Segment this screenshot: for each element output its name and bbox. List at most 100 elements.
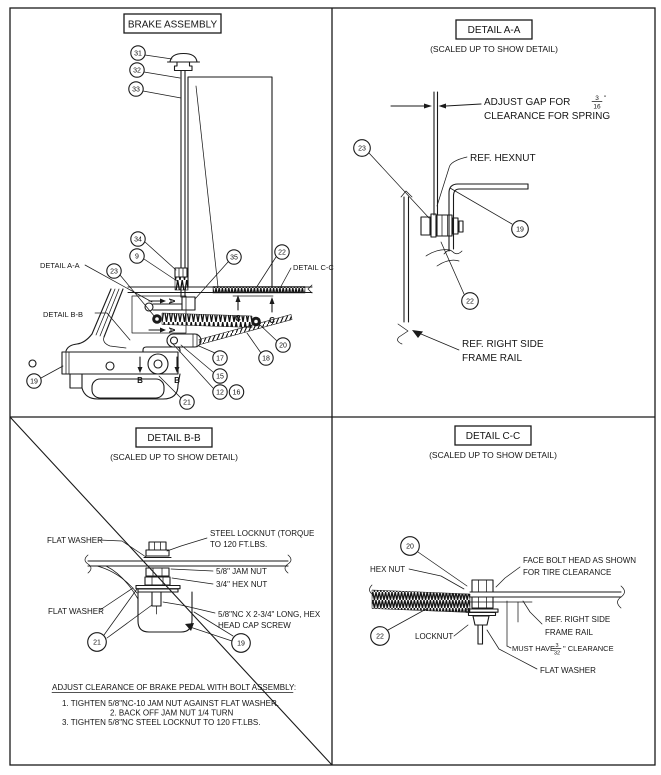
sheet-borders <box>9 7 656 766</box>
callout-17: 17 <box>198 345 228 366</box>
plate-break-left <box>84 554 92 574</box>
panel-bb-diagonal-line <box>9 416 333 766</box>
cc-locknut-label: LOCKNUT <box>415 632 453 641</box>
face-bolt-label-1: FACE BOLT HEAD AS SHOWN <box>523 556 636 565</box>
cc-ref-frame-label-1: REF. RIGHT SIDE <box>545 615 610 624</box>
gap-arrow-left <box>438 103 446 109</box>
rod-adjust-nut <box>174 267 188 278</box>
cc-bolt-stack <box>465 579 499 645</box>
must-have-pre: MUST HAVE <box>512 644 555 653</box>
steel-locknut-label-1: STEEL LOCKNUT (TORQUE <box>210 529 314 538</box>
bracket-break-mark <box>443 250 463 255</box>
callout-35: 35 <box>194 249 242 300</box>
face-bolt-leader <box>495 566 521 588</box>
pedal-bracket-block <box>137 591 193 633</box>
surface-arc-1 <box>425 249 451 257</box>
rail-break-right <box>617 585 625 609</box>
detail-aa-subtitle: (SCALED UP TO SHOW DETAIL) <box>430 44 558 54</box>
ref-frame-rail-arrow <box>412 330 423 338</box>
detail-aa-callouts: 23 19 22 <box>353 139 529 310</box>
svg-text:19: 19 <box>30 379 38 386</box>
callout-19: 19 <box>26 365 64 389</box>
svg-text:16: 16 <box>593 104 601 111</box>
detail-bb-title-box <box>135 427 213 448</box>
hex-nut-label: 3/4" HEX NUT <box>216 580 267 589</box>
steel-locknut-label-2: TO 120 FT.LBS. <box>210 540 267 549</box>
svg-text:22: 22 <box>376 634 384 641</box>
instruction-step-2: 2. BACK OFF JAM NUT 1/4 TURN <box>110 709 234 718</box>
svg-text:16: 16 <box>233 390 241 397</box>
detail-cc-title: DETAIL C-C <box>466 431 520 442</box>
pedal-arm <box>65 288 127 352</box>
instructions-heading: ADJUST CLEARANCE OF BRAKE PEDAL WITH BOL… <box>52 683 296 692</box>
callout-18: 18 <box>246 332 274 366</box>
svg-text:19: 19 <box>237 641 245 648</box>
hex-nut-leader <box>171 577 214 585</box>
svg-text:9: 9 <box>135 254 139 261</box>
section-bb-markers: B B <box>137 356 180 385</box>
pull-spring <box>152 312 261 328</box>
callout-32: 32 <box>129 62 181 79</box>
instruction-step-1: 1. TIGHTEN 5/8"NC-10 JAM NUT AGAINST FLA… <box>62 699 279 708</box>
instruction-step-3: 3. TIGHTEN 5/8"NC STEEL LOCKNUT TO 120 F… <box>62 718 260 727</box>
linkage-diagonal-line <box>195 85 219 288</box>
gap-note-line2: CLEARANCE FOR SPRING <box>484 111 610 122</box>
flat-washer-top-leader <box>98 539 147 558</box>
section-letter-c-left: C <box>235 314 241 323</box>
svg-text:3: 3 <box>595 95 599 102</box>
detail-aa-rod <box>433 91 439 216</box>
cc-flat-washer-leader <box>486 629 538 670</box>
base-bottom-outline <box>81 373 181 400</box>
callout-aa-19: 19 <box>449 187 529 238</box>
ref-frame-rail-label-2: FRAME RAIL <box>462 353 522 364</box>
svg-text:": " <box>604 95 607 102</box>
base-notch <box>69 373 83 389</box>
callout-aa-22: 22 <box>440 241 479 310</box>
flat-washer-bottom-label: FLAT WASHER <box>48 607 104 616</box>
base-hole <box>105 361 115 371</box>
ref-hexnut-label: REF. HEXNUT <box>470 153 536 164</box>
panel-brake-assembly: BRAKE ASSEMBLY <box>26 13 334 410</box>
detail-aa-title-box <box>455 19 533 40</box>
section-c-arrow-left <box>235 295 241 302</box>
surface-arc-2 <box>436 259 460 267</box>
gap-dimension: ADJUST GAP FOR 3 16 " CLEARANCE FOR SPRI… <box>390 95 610 122</box>
cap-screw-label-2: HEAD CAP SCREW <box>218 621 291 630</box>
cc-hex-nut-leader <box>408 568 465 590</box>
cc-flat-washer-label: FLAT WASHER <box>540 666 596 675</box>
spring-anchor-bracket <box>443 183 529 255</box>
jam-nut-leader <box>170 568 214 572</box>
svg-text:34: 34 <box>134 237 142 244</box>
section-letter-a-top: A <box>167 298 176 304</box>
detail-bb-title: DETAIL B-B <box>147 433 201 444</box>
ref-frame-rail-label-1: REF. RIGHT SIDE <box>462 339 544 350</box>
panel-detail-cc: DETAIL C-C (SCALED UP TO SHOW DETAIL) <box>369 425 636 675</box>
ref-hexnut-leader <box>436 156 468 207</box>
steel-locknut-leader <box>166 537 208 552</box>
callout-bb-19: 19 <box>185 611 251 653</box>
ref-frame-rail-leader <box>420 333 460 351</box>
callout-15: 15 <box>180 344 228 384</box>
panel-detail-bb: DETAIL B-B (SCALED UP TO SHOW DETAIL) <box>47 427 321 727</box>
section-a-arrow-bottom <box>160 327 166 333</box>
svg-text:22: 22 <box>466 299 474 306</box>
brake-rod <box>180 69 219 288</box>
pivot-boss-outer <box>147 353 169 375</box>
callout-bb-21: 21 <box>87 588 153 652</box>
svg-text:31: 31 <box>134 51 142 58</box>
section-a-arrow-top <box>160 298 166 304</box>
callout-21: 21 <box>158 375 195 410</box>
svg-text:23: 23 <box>110 269 118 276</box>
detail-bb-subtitle: (SCALED UP TO SHOW DETAIL) <box>110 452 238 462</box>
flange-curve-2 <box>105 565 139 600</box>
svg-text:20: 20 <box>406 544 414 551</box>
cc-ref-frame-leader <box>522 600 543 625</box>
callout-cc-22: 22 <box>370 607 429 646</box>
callout-20: 20 <box>258 323 291 353</box>
assembly-title-box <box>123 13 222 34</box>
frame-rail-edge <box>397 190 413 345</box>
cc-frame-rail <box>469 585 625 623</box>
side-hole <box>28 359 37 368</box>
brake-pedal-pad <box>166 52 201 72</box>
assembly-title: BRAKE ASSEMBLY <box>128 20 218 31</box>
